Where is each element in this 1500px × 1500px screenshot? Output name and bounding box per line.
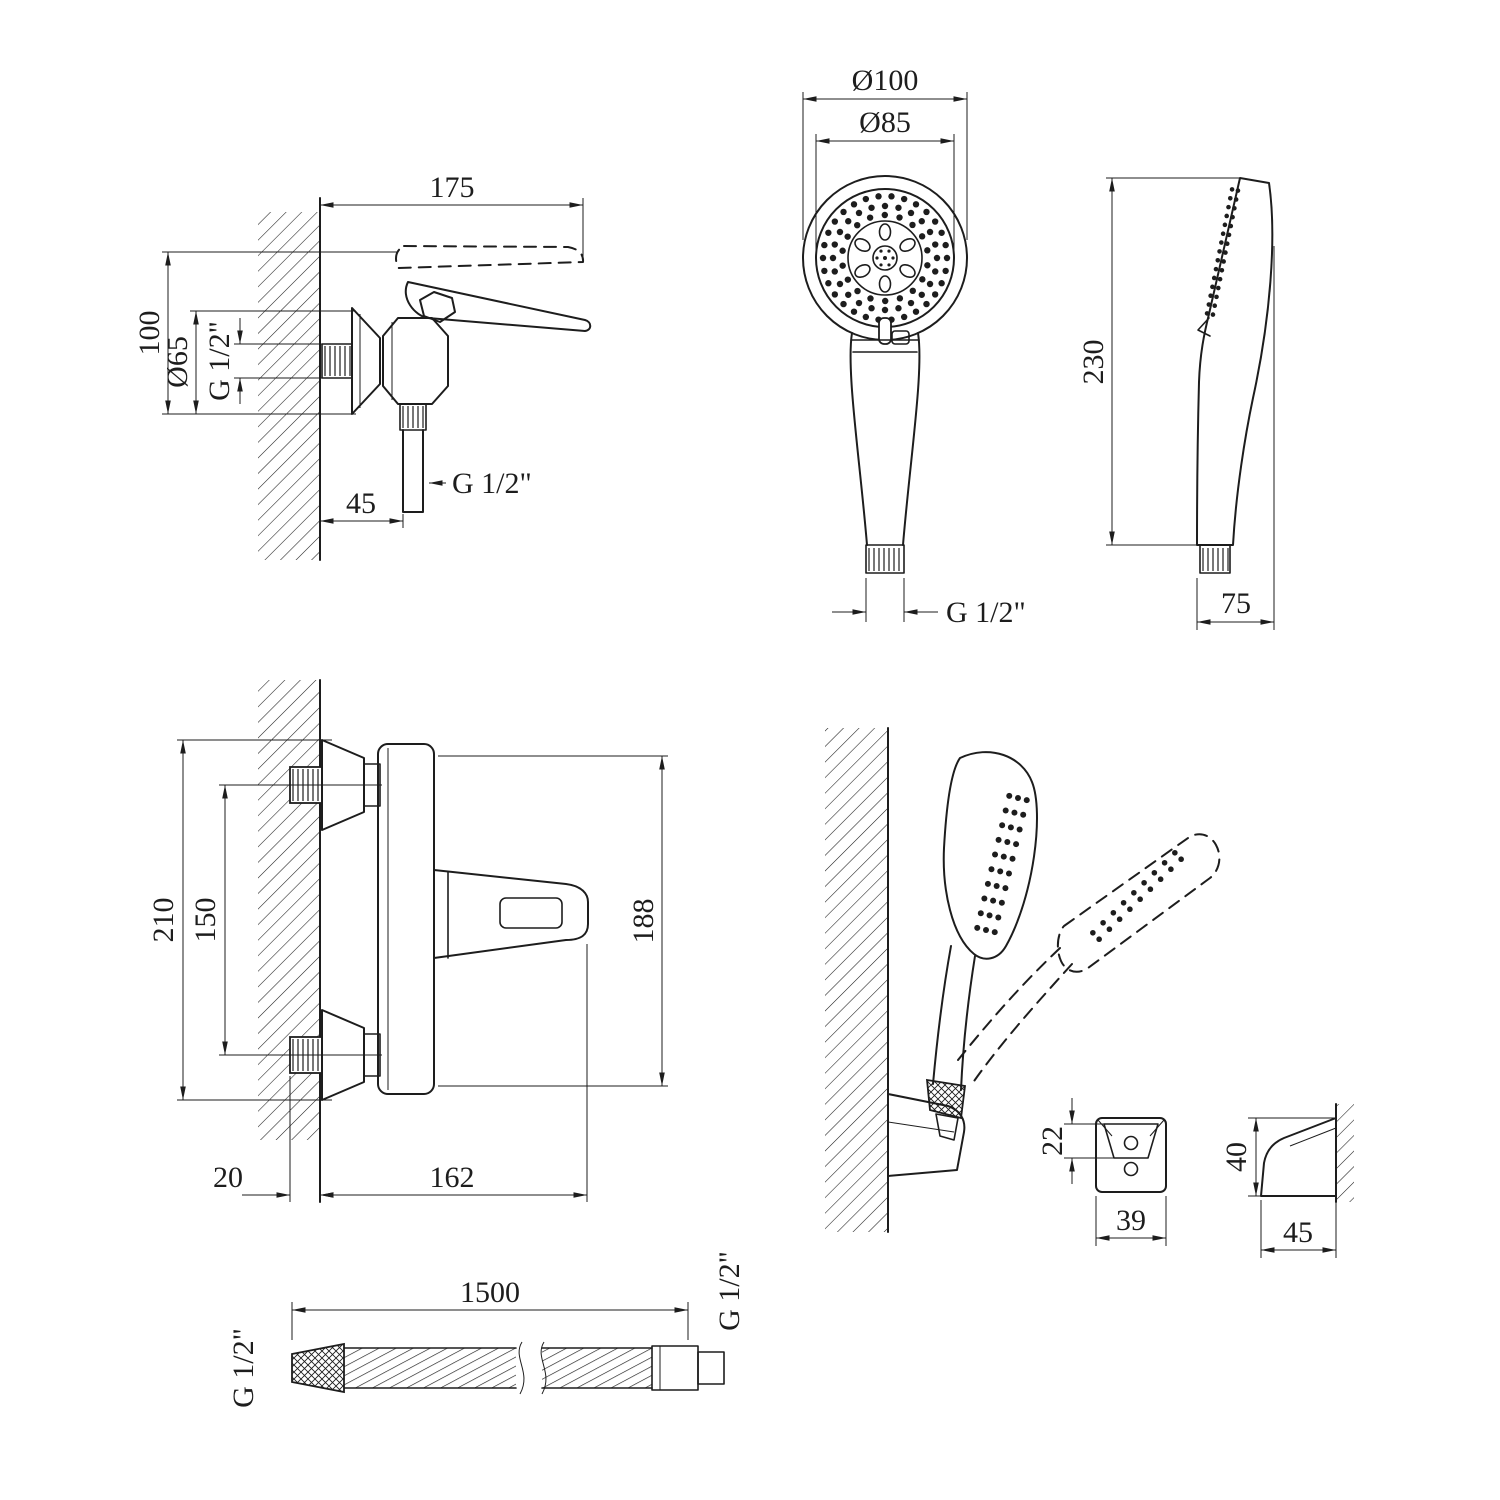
wall-nipple [321,343,353,379]
hose-tip [935,1113,959,1141]
holder-edge [887,1121,955,1133]
handle-left-edge [849,332,868,546]
dim-spout-reach: 162 [430,1161,475,1194]
hose-segment-2 [542,1348,652,1388]
wall-hatch [825,728,888,1232]
hose-fitting [651,1345,699,1391]
wall-holder [887,1093,966,1177]
thread-ticks [1202,548,1229,571]
view-handshower-front: Ø100 Ø85 G 1/2" [802,64,1026,629]
handshower-handle [932,945,976,1091]
holder-side-edge [1289,1127,1337,1147]
handshower-head [942,751,1038,960]
dim-body-height: 188 [627,899,660,944]
spout [433,869,589,959]
handle-right-edge [902,332,921,546]
dim-head-outer-diameter: Ø100 [852,64,919,97]
holder-corner-line [1097,1119,1113,1137]
face-center-dot [883,256,887,260]
holder-screw-hole [1123,1161,1139,1177]
slider-button [891,330,910,345]
holder-side-outline [1260,1117,1337,1197]
dim-wall-stub: 20 [213,1161,243,1194]
dim-handshower-depth: 75 [1221,587,1251,620]
dim-holder-cup: 22 [1036,1126,1069,1156]
mixer-body [377,743,435,1095]
spray-face-dots [974,792,1030,936]
hose-fitting-end [697,1351,725,1385]
dim-head-face-diameter: Ø85 [859,106,911,139]
dim-flange-diameter: Ø65 [161,336,194,388]
dim-mixer-height: 100 [133,311,166,356]
hose-segment-1 [344,1348,516,1388]
dim-holder-height: 40 [1220,1142,1253,1172]
wall-hatch [258,212,320,560]
outlet-thread [399,403,427,431]
escutcheon-cone [351,307,381,415]
mode-tab-side [1197,317,1211,337]
handle-thread [865,544,905,574]
dim-hose-left-thread: G 1/2" [227,1328,260,1408]
dim-overall-height: 210 [147,898,180,943]
thread-ticks [402,406,424,428]
view-hose: 1500 G 1/2" G 1/2" [227,1251,746,1408]
handle-thread-side [1199,544,1231,574]
valve-body [382,317,449,405]
escutcheon-top [321,739,365,831]
dim-outlet-offset: 45 [346,487,376,520]
view-shower-holder: 22 39 40 45 [825,727,1354,1258]
hose-ferrule [291,1342,345,1394]
spray-petal-nozzles [854,223,916,293]
dim-holder-width: 39 [1116,1204,1146,1237]
view-handshower-side: 230 75 [1077,177,1275,630]
dim-centers-distance: 150 [189,898,222,943]
outlet-pipe [402,429,424,513]
dim-outlet-thread: G 1/2" [452,467,532,500]
spout-opening [499,897,563,929]
holder-front-outline [1095,1117,1167,1193]
dim-holder-depth: 45 [1283,1216,1313,1249]
handshower-handle-alt-dashed [957,947,1073,1085]
handle-lever [404,281,592,332]
thread-ticks [868,548,900,571]
face-center-circle [872,245,898,271]
spray-face-dots-alt [1090,849,1184,943]
hose-nut-knurl [925,1078,967,1120]
handshower-head-alt-dashed [1056,833,1221,973]
thread-ticks [324,346,351,376]
holder-cup [1103,1123,1159,1159]
mode-tab [878,317,892,345]
wall-hatch-small [1336,1104,1354,1202]
nozzle-bumps [1204,187,1241,317]
escutcheon-bottom [321,1009,365,1101]
face-zone-circle [847,220,923,296]
dim-mixer-reach: 175 [430,171,475,204]
dim-wall-thread: G 1/2" [203,321,236,401]
dim-hose-length: 1500 [460,1276,520,1309]
handle-lever-raised-dashed [395,245,585,269]
holder-corner-line [1149,1119,1165,1137]
view-mixer-front: 210 150 188 20 162 [147,679,668,1203]
spray-nozzle-dots [819,193,951,323]
dim-handshower-thread: G 1/2" [946,596,1026,629]
dim-handshower-height: 230 [1077,340,1110,385]
hose-break-line [518,1341,525,1395]
dim-hose-right-thread: G 1/2" [713,1251,746,1331]
holder-screw-hole [1123,1135,1139,1151]
view-mixer-side: 175 100 Ø65 G 1/2" 45 G 1/2" [133,171,592,561]
handshower-side-outline [1196,177,1274,546]
